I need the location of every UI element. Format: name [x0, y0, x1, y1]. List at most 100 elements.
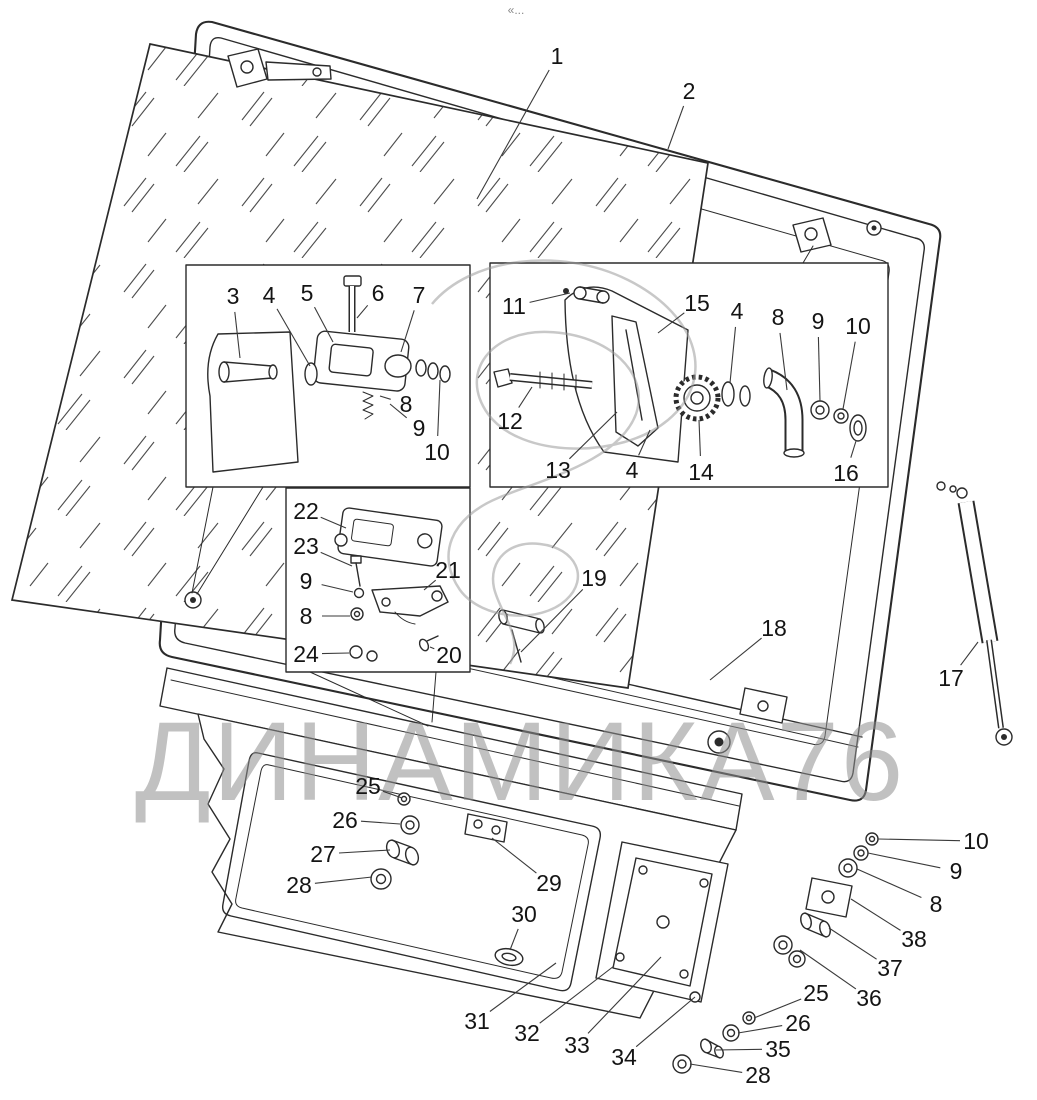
inset-leader-lines [191, 245, 814, 727]
callout-number: 26 [785, 1010, 811, 1036]
callout-leader [423, 579, 437, 591]
callout-leader [520, 589, 584, 653]
callout-number: 19 [581, 565, 607, 591]
callout-number: 15 [684, 290, 710, 316]
callout-leader [539, 965, 615, 1024]
callout-leader [569, 411, 618, 460]
callout-number: 12 [497, 408, 523, 434]
hinge-parts-right [773, 832, 879, 968]
callout-number: 9 [812, 308, 825, 334]
callout-leader [877, 838, 961, 842]
callout-leader [753, 998, 802, 1019]
callout-leader [638, 429, 651, 456]
callout-leader [382, 790, 403, 799]
callout-number: 8 [400, 391, 413, 417]
callout-leader [321, 584, 354, 593]
callout-number: 4 [263, 282, 276, 308]
panel-fasteners-left [370, 792, 420, 890]
callout-leader [314, 306, 334, 343]
callout-leader [850, 898, 901, 931]
callout-number: 10 [963, 828, 989, 854]
callout-number: 25 [803, 980, 829, 1006]
callout-leader [842, 341, 856, 410]
callout-leader [779, 332, 788, 391]
callout-leader [276, 308, 311, 367]
callout-number: 37 [877, 955, 903, 981]
callout-number: 5 [301, 280, 314, 306]
callout-leader [635, 996, 696, 1048]
callout-leader [529, 292, 571, 303]
callout-leader [828, 927, 877, 960]
callout-leader [379, 395, 391, 400]
callout-number: 24 [293, 641, 319, 667]
callout-number: 25 [355, 773, 381, 799]
hinge-bracket-top-left [227, 48, 332, 88]
callout-number: 30 [511, 901, 537, 927]
callout-number: 13 [545, 457, 571, 483]
callout-number: 38 [901, 926, 927, 952]
callout-number: 33 [564, 1032, 590, 1058]
callout-number: 9 [950, 858, 963, 884]
callout-leader [709, 637, 762, 681]
callout-number: 21 [435, 557, 461, 583]
callout-number: 11 [502, 293, 526, 319]
callout-number: 10 [845, 313, 871, 339]
callout-number: 8 [930, 891, 943, 917]
callout-leader [314, 876, 373, 884]
callout-number: 27 [310, 841, 336, 867]
pin-19 [498, 609, 545, 663]
callout-leader [389, 403, 408, 419]
callout-leader [509, 928, 519, 951]
callout-leader [437, 379, 441, 437]
callout-leader [856, 868, 922, 899]
inset-detail-latch [185, 264, 471, 488]
callout-leader [715, 1048, 763, 1051]
callout-leader [689, 1063, 743, 1073]
watermark-text: ДИНАМИКА76 [135, 699, 905, 824]
callout-leader [867, 852, 941, 869]
callout-number: 35 [765, 1036, 791, 1062]
callout-number: 4 [731, 298, 744, 324]
callout-leader [234, 311, 241, 359]
strut-upper-mount [936, 481, 957, 493]
callout-number: 28 [286, 872, 312, 898]
callout-number: 4 [626, 457, 639, 483]
callout-number: 18 [761, 615, 787, 641]
callout-leader [360, 820, 401, 825]
callout-number: 8 [772, 304, 785, 330]
watermark-swirl [431, 259, 697, 665]
callout-number: 20 [436, 642, 462, 668]
callout-number: 6 [372, 280, 385, 306]
top-scan-mark: «... [508, 3, 525, 17]
callout-leader [489, 962, 557, 1012]
gas-strut [956, 487, 1013, 746]
callout-leader [587, 956, 662, 1034]
oval-grommet-30 [494, 947, 524, 967]
callout-number: 28 [745, 1062, 771, 1088]
callout-number: 29 [536, 870, 562, 896]
callout-leader [518, 386, 533, 408]
callout-number: 14 [688, 459, 714, 485]
fastener-stack-bottom [672, 1011, 756, 1074]
callout-leader [356, 304, 369, 319]
callout-number: 34 [611, 1044, 637, 1070]
callout-leader [320, 516, 347, 529]
callout-leader [667, 105, 685, 150]
callout-number: 7 [413, 282, 426, 308]
callout-number: 16 [833, 460, 859, 486]
callout-number: 23 [293, 533, 319, 559]
panel-window-opening [221, 751, 602, 992]
callout-leader [729, 326, 737, 384]
callout-number: 31 [464, 1008, 490, 1034]
callout-number: 9 [413, 415, 426, 441]
callout-number: 36 [856, 985, 882, 1011]
lower-panel [159, 667, 743, 1019]
callout-number: 26 [332, 807, 358, 833]
callout-leader [960, 641, 979, 666]
callout-leader [737, 1025, 783, 1034]
watermark: ДИНАМИКА76 [135, 259, 905, 824]
callout-leader [338, 849, 391, 854]
